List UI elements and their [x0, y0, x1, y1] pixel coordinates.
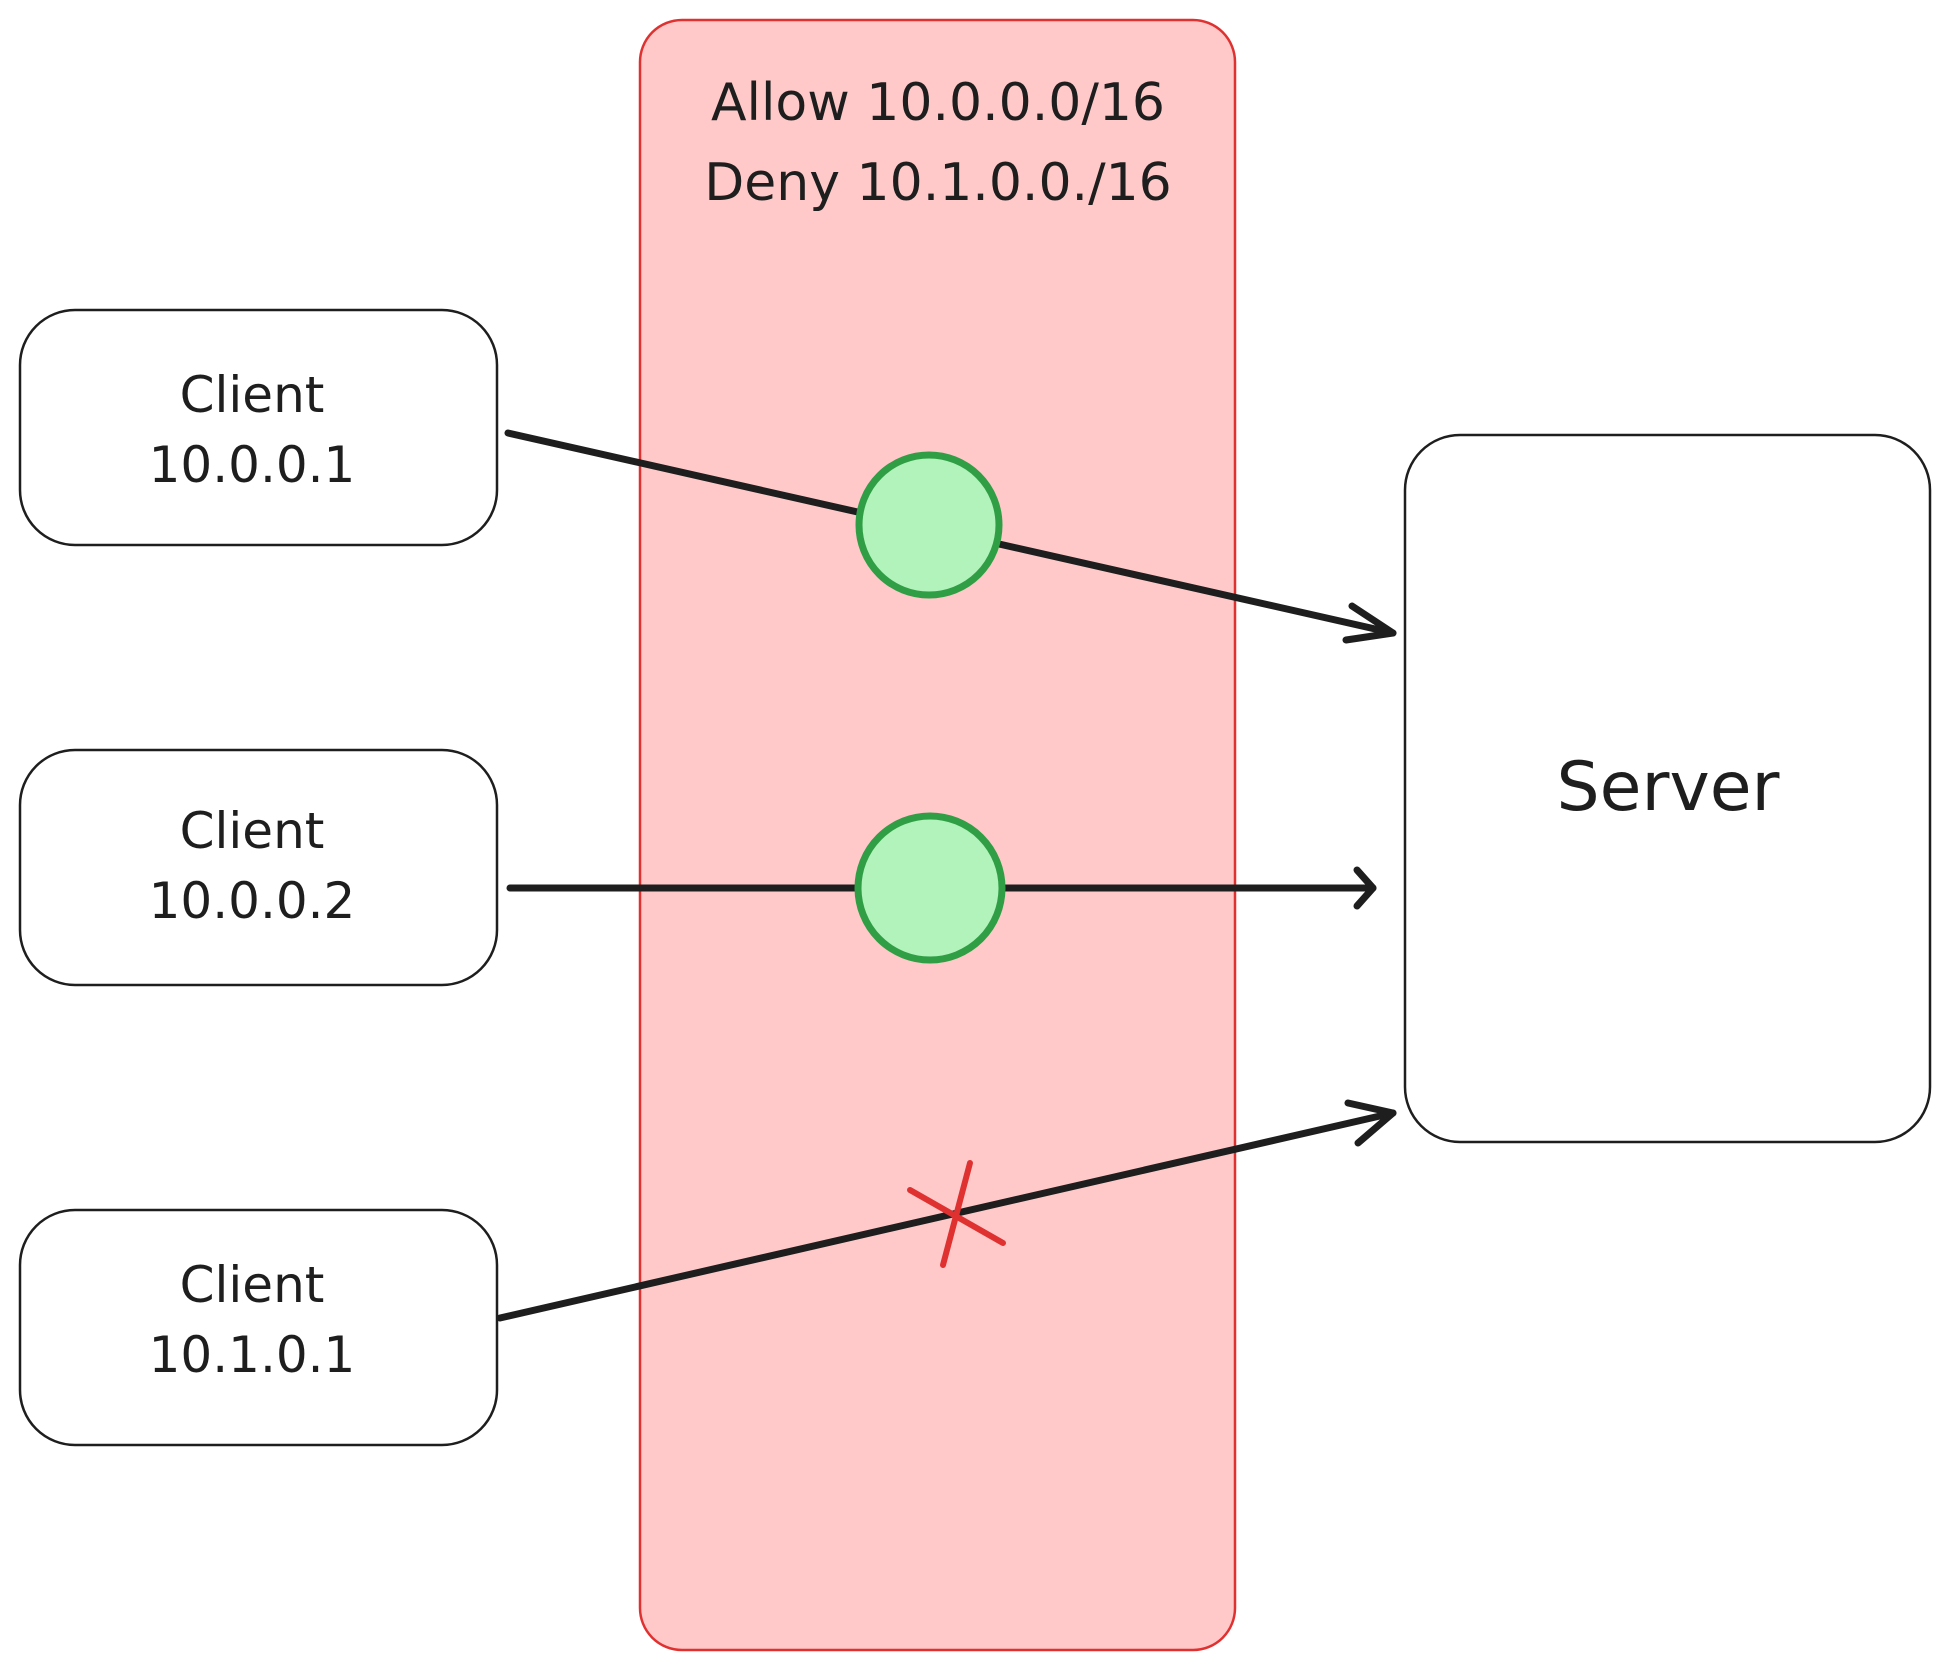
connection-arrow-3[interactable]	[496, 1099, 1397, 1322]
client-ip-label: 10.1.0.1	[149, 1326, 356, 1384]
client-ip-label: 10.0.0.1	[149, 436, 356, 494]
client-node-1[interactable]: Client 10.0.0.1	[18, 308, 499, 547]
server-label: Server	[1557, 748, 1780, 827]
firewall-rule-deny: Deny 10.1.0.0./16	[704, 153, 1172, 213]
client-node-3[interactable]: Client 10.1.0.1	[18, 1208, 499, 1447]
allowed-indicator-icon	[855, 451, 1003, 599]
client-name-label: Client	[180, 366, 325, 424]
allowed-indicator-icon	[854, 812, 1006, 964]
client-ip-label: 10.0.0.2	[149, 872, 356, 930]
client-name-label: Client	[180, 802, 325, 860]
denied-x-icon	[907, 1160, 1006, 1268]
client-node-2[interactable]: Client 10.0.0.2	[18, 748, 499, 987]
server-node[interactable]: Server	[1403, 433, 1932, 1144]
client-name-label: Client	[180, 1256, 325, 1314]
firewall-rule-allow: Allow 10.0.0.0/16	[711, 73, 1165, 133]
